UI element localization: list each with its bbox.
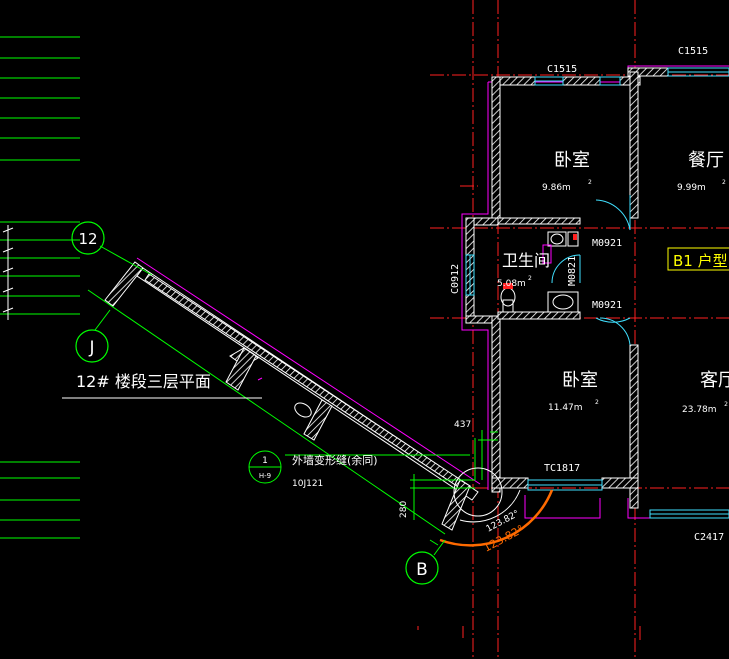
axis-bubble-j[interactable]: J	[75, 329, 109, 363]
label-win-c2417: C2417	[694, 532, 724, 543]
unit-tag[interactable]: B1 户型	[667, 247, 729, 271]
left-reference-lines	[0, 36, 80, 539]
axis-label-j: J	[88, 338, 94, 358]
stair-section	[104, 257, 481, 531]
label-win-c0912: C0912	[450, 264, 461, 294]
detail-ref: 10J121	[292, 479, 323, 489]
stair-axis-lines	[87, 245, 498, 546]
dim-437: 437	[454, 420, 471, 430]
room-area-sup-living: 2	[724, 401, 728, 408]
room-name-bathroom: 卫生间	[502, 251, 550, 270]
windows	[465, 67, 729, 519]
room-area-dining: 9.99m	[677, 183, 706, 193]
label-door-m0921-b: M0921	[592, 300, 622, 311]
room-name-bedroom-bottom: 卧室	[562, 370, 598, 391]
room-area-bedroom-bottom: 11.47m	[548, 403, 583, 413]
room-area-living: 23.78m	[682, 405, 717, 415]
door-swings	[551, 195, 631, 346]
room-name-dining: 餐厅	[688, 150, 724, 171]
detail-callout[interactable]: 1 H-9 外墙变形缝(余同) 10J121	[248, 450, 378, 489]
detail-number: 1	[262, 456, 268, 466]
room-name-living: 客厅	[700, 370, 729, 391]
axis-label-b: B	[416, 560, 428, 580]
label-door-m0821: M0821	[567, 256, 578, 286]
unit-tag-label: B1 户型	[673, 252, 728, 270]
detail-note: 外墙变形缝(余同)	[292, 453, 378, 467]
room-area-sup-bedroom-bottom: 2	[595, 399, 599, 406]
axis-label-12: 12	[78, 230, 97, 248]
room-area-sup-bedroom-top: 2	[588, 179, 592, 186]
axis-bubble-b[interactable]: B	[405, 551, 439, 585]
label-win-c1515-a: C1515	[547, 64, 577, 75]
stair-title: 12# 楼段三层平面	[76, 372, 211, 391]
bottom-markers	[417, 626, 641, 640]
room-area-bedroom-top: 9.86m	[542, 183, 571, 193]
axis-b-leader	[433, 539, 446, 556]
label-win-c1515-b: C1515	[678, 46, 708, 57]
detail-sheet: H-9	[259, 472, 271, 480]
room-name-bedroom-top: 卧室	[554, 150, 590, 171]
room-area-sup-bathroom: 2	[528, 275, 532, 282]
label-win-tc1817: TC1817	[544, 463, 580, 474]
dim-280: 280	[399, 501, 409, 518]
room-area-bathroom: 5.08m	[497, 279, 526, 289]
left-edge-dimension-ticks	[2, 225, 14, 320]
label-door-m0921-a: M0921	[592, 238, 622, 249]
angle-arc	[439, 467, 554, 547]
stair-title-block: 12# 楼段三层平面	[62, 372, 262, 399]
bathroom-fixtures	[500, 231, 579, 313]
room-area-sup-dining: 2	[722, 179, 726, 186]
axis-bubble-12[interactable]: 12	[71, 221, 105, 255]
